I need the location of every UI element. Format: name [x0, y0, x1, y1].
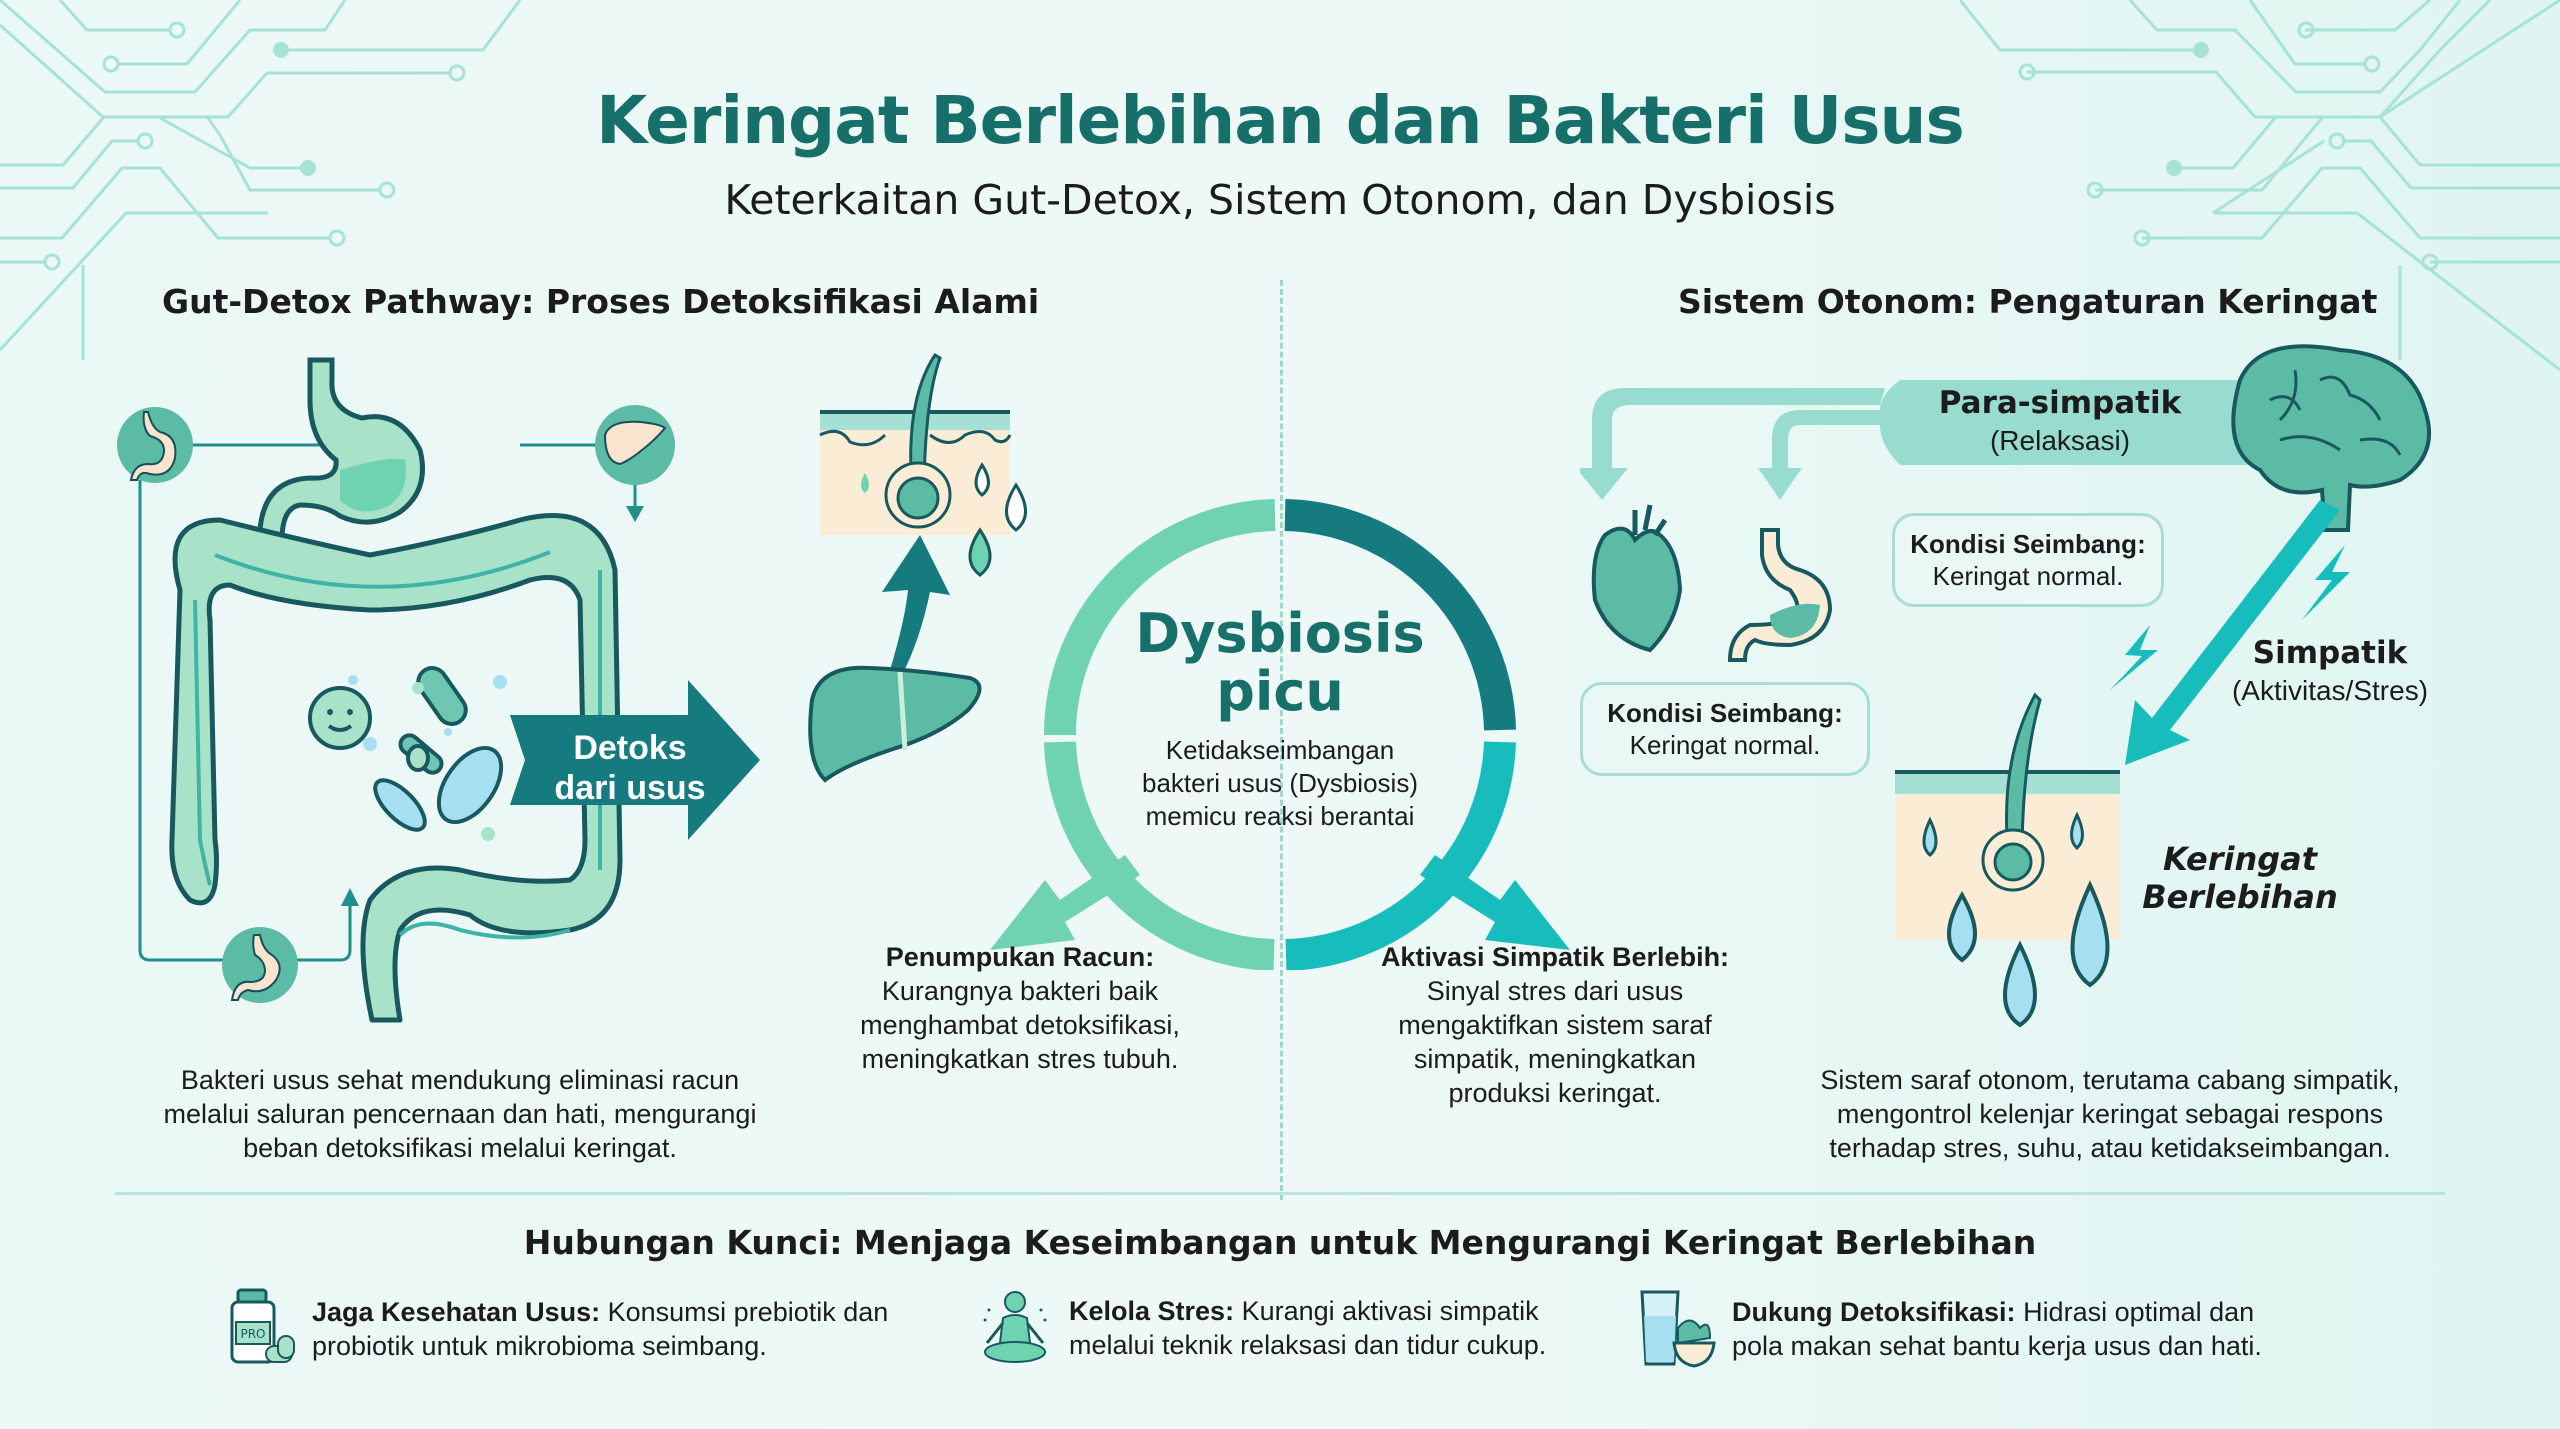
parasympathetic-pathway [1580, 380, 2280, 500]
digestive-system-diagram [117, 357, 760, 1023]
sympathetic-arrow [2125, 500, 2340, 765]
sweat-drops-icon [1895, 692, 2120, 1028]
section-divider [1280, 280, 1283, 1200]
liver-icon-large [808, 665, 982, 783]
tip-manage-stress: Kelola Stres: Kurangi aktivasi simpatik … [975, 1288, 1546, 1368]
heart-icon [1591, 504, 1683, 653]
lightning-icon [2302, 545, 2350, 620]
skin-sweat-gland-icon [819, 352, 1027, 577]
toxin-buildup-effect: Penumpukan Racun: Kurangnya bakteri baik… [860, 942, 1180, 1074]
probiotic-bottle-icon: PRO [230, 1288, 295, 1364]
dysbiosis-cycle-ring [990, 499, 1570, 970]
liver-to-skin-diagram [808, 352, 1027, 783]
parasympathetic-label: Para-simpatik (Relaksasi) [1938, 385, 2182, 456]
sympathetic-activation-effect: Aktivasi Simpatik Berlebih: Sinyal stres… [1380, 942, 1730, 1108]
autonomic-description: Sistem saraf otonom, terutama cabang sim… [1820, 1065, 2400, 1163]
excess-sweating-label: Keringat Berlebihan [2142, 840, 2338, 916]
liver-icon [595, 405, 675, 485]
water-salad-icon [1640, 1290, 1716, 1368]
tip-gut-health: PRO Jaga Kesehatan Usus: Konsumsi prebio… [228, 1288, 888, 1370]
page-subtitle: Keterkaitan Gut-Detox, Sistem Otonom, da… [724, 176, 1836, 224]
svg-text:PRO: PRO [240, 1327, 265, 1341]
sympathetic-label: Simpatik (Aktivitas/Stres) [2231, 635, 2429, 706]
dysbiosis-description: Ketidakseimbangan bakteri usus (Dysbiosi… [1142, 735, 1418, 831]
bacteria-icon [308, 666, 504, 832]
detox-arrow [510, 680, 760, 840]
brain-icon [2231, 344, 2432, 532]
dysbiosis-heading: Dysbiosis picu [1135, 602, 1425, 723]
arrow-toxin-buildup [990, 855, 1140, 950]
lightning-icon-2 [2110, 625, 2158, 690]
stomach-icon-bottom [222, 927, 298, 1003]
section-divider-horizontal [115, 1192, 2445, 1195]
gut-detox-description: Bakteri usus sehat mendukung eliminasi r… [163, 1065, 757, 1163]
key-connections-title: Hubungan Kunci: Menjaga Keseimbangan unt… [523, 1223, 2037, 1262]
autonomic-section-title: Sistem Otonom: Pengaturan Keringat [1678, 282, 2378, 321]
gut-detox-section-title: Gut-Detox Pathway: Proses Detoksifikasi … [162, 282, 1040, 321]
tip-support-detox: Dukung Detoksifikasi: Hidrasi optimal da… [1638, 1288, 2262, 1370]
page-title: Keringat Berlebihan dan Bakteri Usus [596, 82, 1965, 159]
detox-arrow-label: Detoks dari usus [554, 729, 706, 807]
stomach-icon-right [1727, 528, 1833, 662]
curved-arrow-up [882, 535, 950, 675]
arrow-sympathetic-activation [1420, 855, 1570, 950]
balanced-condition-bubble-stomach: Kondisi Seimbang: Keringat normal. [1892, 513, 2164, 607]
meditation-icon [983, 1291, 1047, 1363]
balanced-condition-bubble-heart: Kondisi Seimbang: Keringat normal. [1580, 682, 1870, 776]
stomach-icon [117, 407, 193, 483]
autonomic-nervous-diagram [1580, 344, 2432, 1028]
